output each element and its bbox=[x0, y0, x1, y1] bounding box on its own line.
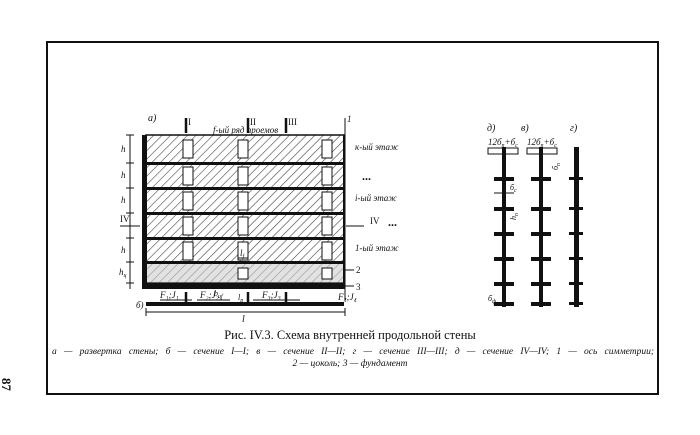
page-number: 87 bbox=[0, 378, 14, 391]
height-h: h bbox=[121, 170, 126, 180]
delta-p-label: бп bbox=[551, 163, 562, 170]
section-mark-I: I bbox=[188, 117, 191, 127]
F1J1-label: F₁;J₁ bbox=[159, 290, 179, 300]
opening bbox=[237, 166, 249, 186]
figure-legend-line-2: 2 — цоколь; 3 — фундамент bbox=[292, 359, 408, 369]
floor-slab bbox=[146, 212, 344, 215]
figure-legend-line-1: а — развертка стены; б — сечение I—I; в … bbox=[52, 347, 654, 357]
floor-slab bbox=[146, 261, 344, 264]
height-h: h bbox=[121, 144, 126, 154]
label-2: 2 bbox=[356, 265, 361, 275]
section-mark-III: III bbox=[288, 117, 297, 127]
opening bbox=[237, 139, 249, 159]
section-v-formula: 12бп+бс bbox=[527, 137, 557, 149]
section-d-formula: 12бп+бс bbox=[488, 137, 518, 149]
opening bbox=[321, 241, 333, 261]
plinth-opening bbox=[237, 267, 249, 280]
figure-caption: Рис. IV.3. Схема внутренней продольной с… bbox=[224, 328, 476, 342]
height-hc: hц bbox=[119, 267, 127, 279]
section-mark-II: II bbox=[250, 117, 256, 127]
lp-label: lр bbox=[238, 293, 243, 304]
F4J4-label: F₄;J₄ bbox=[337, 292, 357, 302]
left-end-wall bbox=[142, 135, 147, 289]
plinth-opening bbox=[321, 267, 333, 280]
ellipsis: ... bbox=[388, 215, 397, 229]
section-mark-IV-left: IV bbox=[120, 214, 130, 224]
F3J3-label: F₃;J₃ bbox=[261, 290, 281, 300]
openings-row-label: f-ый ряд проемов bbox=[213, 125, 278, 135]
opening bbox=[321, 191, 333, 211]
opening bbox=[182, 216, 194, 236]
panel-label-v: в) bbox=[521, 123, 529, 134]
lf-label: lf bbox=[240, 248, 246, 260]
ellipsis: ... bbox=[362, 169, 371, 183]
wall-elevation: а) I II III 1 f-ый ряд проемов к-ый этаж… bbox=[119, 113, 399, 325]
opening bbox=[321, 139, 333, 159]
opening bbox=[182, 139, 194, 159]
floor-slab bbox=[146, 162, 344, 165]
opening bbox=[237, 216, 249, 236]
section-mark-IV-right: IV bbox=[370, 216, 380, 226]
panel-label-a: а) bbox=[148, 113, 157, 124]
length-l: l bbox=[242, 314, 245, 325]
opening bbox=[321, 166, 333, 186]
section-d-wall bbox=[502, 147, 506, 307]
section-v-wall bbox=[539, 147, 543, 307]
delta-f-label: бф bbox=[488, 294, 497, 305]
height-h: h bbox=[121, 195, 126, 205]
floor-1-label: 1-ый этаж bbox=[355, 243, 399, 253]
opening bbox=[182, 241, 194, 261]
opening bbox=[321, 216, 333, 236]
floor-slab bbox=[146, 187, 344, 190]
h-p-label: hп bbox=[509, 213, 520, 220]
panel-label-d: д) bbox=[487, 123, 496, 134]
opening bbox=[182, 191, 194, 211]
bcf-label: bцf bbox=[214, 289, 224, 300]
opening bbox=[182, 166, 194, 186]
opening bbox=[237, 191, 249, 211]
floor-slab bbox=[146, 237, 344, 240]
axis-label-1: 1 bbox=[347, 114, 352, 124]
foundation bbox=[146, 283, 344, 289]
delta-c-label: бс bbox=[510, 183, 517, 194]
floor-k-label: к-ый этаж bbox=[355, 142, 399, 152]
panel-label-b-bottom: б) bbox=[136, 300, 144, 310]
wall-sections: д) в) г) 12бп+бс 12бп+бс бп бс hп бф bbox=[487, 123, 583, 307]
floor-i-label: i-ый этаж bbox=[355, 193, 397, 203]
height-h: h bbox=[121, 245, 126, 255]
opening bbox=[237, 241, 249, 261]
section-g-wall bbox=[574, 147, 579, 307]
panel-label-g: г) bbox=[570, 123, 578, 134]
figure-frame bbox=[46, 41, 659, 395]
F2J2-label: F₂;J₂ bbox=[199, 290, 219, 300]
bottom-section-wall bbox=[146, 302, 344, 306]
label-3: 3 bbox=[356, 282, 361, 292]
